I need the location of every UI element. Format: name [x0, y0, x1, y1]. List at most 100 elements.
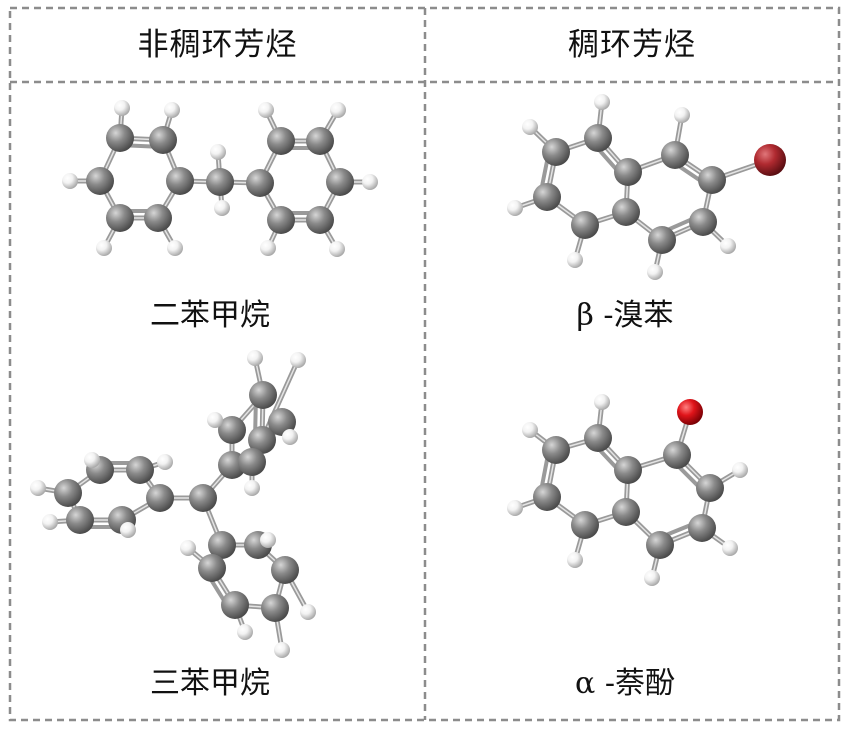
carbon-atom: [218, 416, 246, 444]
diphenylmethane-atoms: [62, 100, 378, 257]
hydrogen-atom: [260, 240, 276, 256]
carbon-atom: [146, 484, 174, 512]
carbon-atom: [612, 498, 640, 526]
carbon-atom: [612, 198, 640, 226]
hydrogen-atom: [157, 454, 173, 470]
hydrogen-atom: [244, 480, 260, 496]
triphenylmethane-atoms: [30, 350, 316, 658]
caption-triphenylmethane: 三苯甲烷: [150, 666, 270, 701]
hydrogen-atom: [237, 624, 253, 640]
hydrogen-atom: [42, 514, 58, 530]
hydrogen-atom: [674, 107, 690, 123]
carbon-atom: [66, 506, 94, 534]
carbon-atom: [126, 456, 154, 484]
carbon-atom: [584, 124, 612, 152]
hydrogen-atom: [260, 532, 276, 548]
hydrogen-atom: [120, 522, 136, 538]
carbon-atom: [246, 169, 274, 197]
hydrogen-atom: [62, 173, 78, 189]
carbon-atom: [271, 556, 299, 584]
carbon-atom: [648, 226, 676, 254]
naphthol-atoms: [507, 394, 748, 586]
hydrogen-atom: [647, 264, 663, 280]
hydrogen-atom: [290, 352, 306, 368]
hydrogen-atom: [507, 500, 523, 516]
carbon-atom: [248, 426, 276, 454]
oxygen-atom: [677, 399, 703, 425]
hydrogen-atom: [164, 102, 180, 118]
carbon-atom: [306, 206, 334, 234]
hydrogen-atom: [732, 462, 748, 478]
carbon-atom: [166, 167, 194, 195]
carbon-atom: [238, 448, 266, 476]
hydrogen-atom: [247, 350, 263, 366]
hydrogen-atom: [644, 570, 660, 586]
caption-bromobenzene: β -溴苯: [576, 298, 674, 333]
hydrogen-atom: [214, 200, 230, 216]
hydrogen-atom: [207, 412, 223, 428]
hydrogen-atom: [180, 540, 196, 556]
carbon-atom: [261, 594, 289, 622]
hydrogen-atom: [274, 642, 290, 658]
carbon-atom: [86, 167, 114, 195]
hydrogen-atom: [567, 252, 583, 268]
hydrogen-atom: [114, 100, 130, 116]
hydrogen-atom: [210, 144, 226, 160]
carbon-atom: [542, 138, 570, 166]
carbon-atom: [661, 141, 689, 169]
hydrogen-atom: [300, 604, 316, 620]
hydrogen-atom: [258, 102, 274, 118]
carbon-atom: [144, 204, 172, 232]
carbon-atom: [698, 166, 726, 194]
carbon-atom: [696, 474, 724, 502]
hydrogen-atom: [329, 241, 345, 257]
carbon-atom: [571, 211, 599, 239]
hydrogen-atom: [282, 429, 298, 445]
carbon-atom: [267, 206, 295, 234]
hydrogen-atom: [30, 480, 46, 496]
hydrogen-atom: [96, 240, 112, 256]
hydrogen-atom: [594, 394, 610, 410]
hydrogen-atom: [594, 94, 610, 110]
carbon-atom: [189, 484, 217, 512]
hydrogen-atom: [167, 240, 183, 256]
hydrogen-atom: [720, 238, 736, 254]
carbon-atom: [646, 531, 674, 559]
carbon-atom: [688, 514, 716, 542]
bromine-atom: [754, 144, 786, 176]
caption-naphthol: α -萘酚: [575, 666, 675, 701]
carbon-atom: [533, 483, 561, 511]
carbon-atom: [542, 436, 570, 464]
carbon-atom: [584, 424, 612, 452]
carbon-atom: [533, 183, 561, 211]
carbon-atom: [571, 511, 599, 539]
carbon-atom: [268, 408, 296, 436]
caption-diphenylmethane: 二苯甲烷: [150, 298, 270, 333]
header-non-fused: 非稠环芳烃: [137, 27, 298, 63]
hydrogen-atom: [362, 174, 378, 190]
hydrogen-atom: [507, 200, 523, 216]
carbon-atom: [54, 479, 82, 507]
carbon-atom: [208, 531, 236, 559]
carbon-atom: [326, 168, 354, 196]
carbon-atom: [689, 208, 717, 236]
bond-highlight: [261, 359, 299, 441]
carbon-atom: [267, 127, 295, 155]
hydrogen-atom: [522, 422, 538, 438]
hydrogen-atom: [567, 552, 583, 568]
header-fused: 稠环芳烃: [568, 27, 696, 63]
carbon-atom: [221, 591, 249, 619]
carbon-atom: [198, 554, 226, 582]
carbon-atom: [206, 168, 234, 196]
hydrogen-atom: [722, 540, 738, 556]
carbon-atom: [306, 127, 334, 155]
hydrogen-atom: [330, 102, 346, 118]
carbon-atom: [663, 441, 691, 469]
carbon-atom: [614, 456, 642, 484]
